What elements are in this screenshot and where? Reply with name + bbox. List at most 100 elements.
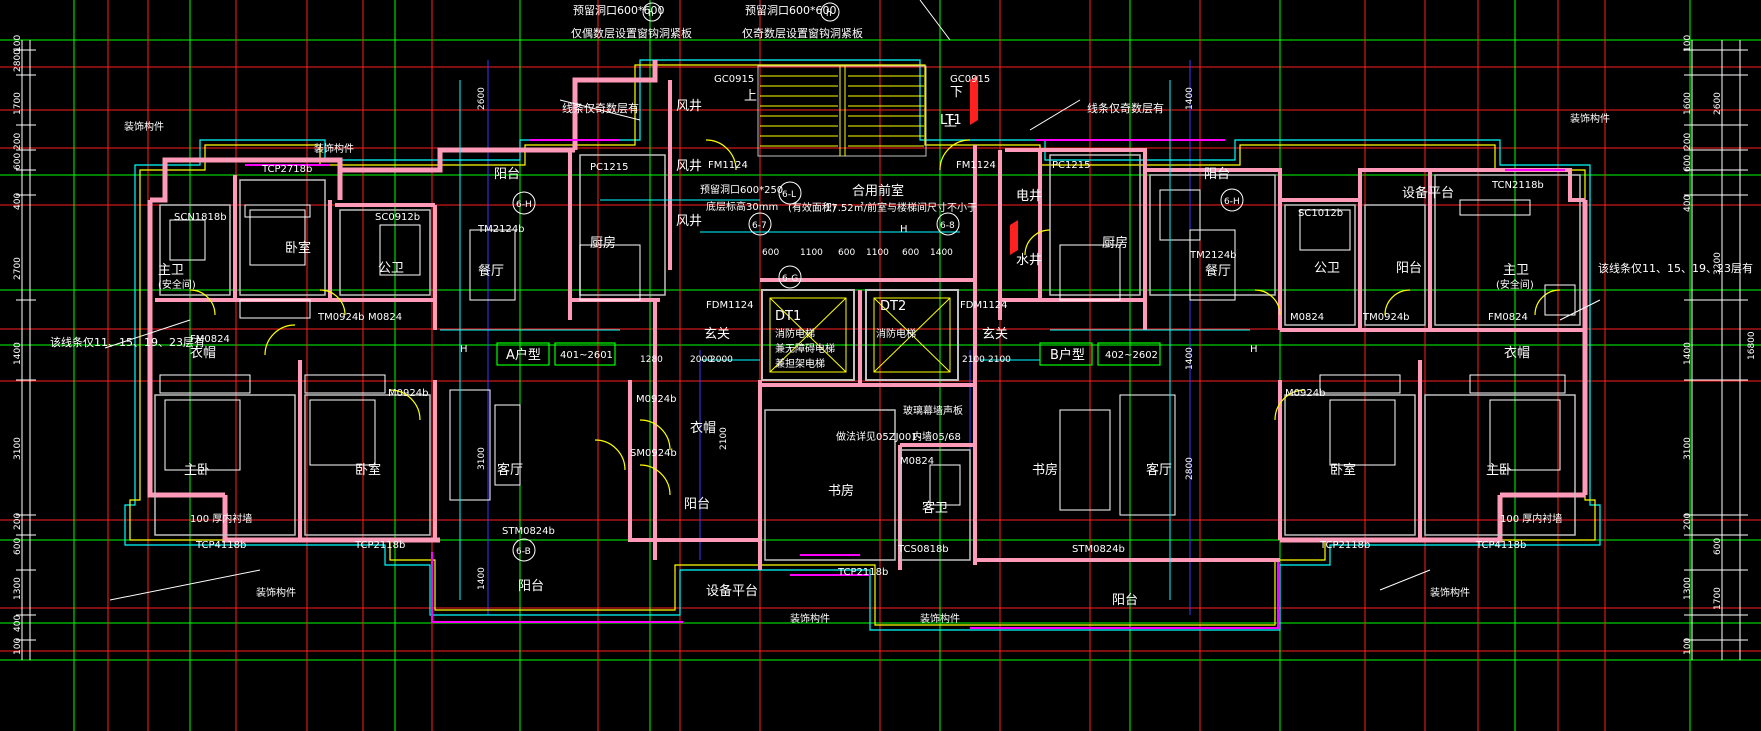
- room-living-left: 客厅: [497, 462, 523, 478]
- code-tcp4-left: TCP4118b: [195, 540, 246, 551]
- room-master-bath-left: 主卫: [158, 263, 184, 278]
- label-railing-right: 100 厚内衬墙: [1500, 512, 1562, 525]
- exterior-outline: [124, 59, 1601, 631]
- note-top-hole-2: 预留洞口600*600: [745, 4, 837, 17]
- unit-tag-b-range: 402~2602: [1105, 350, 1158, 361]
- note-side-left: 该线条仅11、15、19、23层有: [50, 335, 205, 349]
- code-sc1012: SC1012b: [1298, 208, 1343, 219]
- note-elevation: 底层标高30mm: [706, 200, 778, 213]
- deco-label-1: 装饰构件: [124, 120, 164, 133]
- elevator-dt1-desc: 消防电梯: [775, 327, 815, 340]
- dim-right-5: 600: [1683, 155, 1693, 172]
- code-m0824-left: M0824: [368, 312, 402, 323]
- axis-label-6l: 6-L: [782, 190, 796, 200]
- label-area-sub: (有效面积): [788, 201, 836, 214]
- room-foyer-right: 玄关: [982, 327, 1008, 342]
- dim-left-11: 600: [13, 538, 23, 555]
- dim-left-5: 600: [13, 153, 23, 170]
- dim-mid-15: 3100: [477, 447, 487, 470]
- dim-left-12: 1300: [13, 577, 23, 600]
- axis-label-68: 6-8: [940, 221, 955, 231]
- dim-left-9: 3100: [13, 437, 23, 460]
- code-gc-left: GC0915: [714, 74, 754, 85]
- room-kitchen-left: 厨房: [590, 235, 616, 251]
- magenta-accents: [245, 139, 1565, 556]
- axis-label-6h: 6-H: [516, 200, 532, 210]
- room-balcony-right-mid: 阳台: [1396, 261, 1422, 276]
- h-mark-left: H: [460, 344, 468, 355]
- dim-total: 16800: [1747, 331, 1757, 360]
- label-railing-left: 100 厚内衬墙: [190, 512, 252, 525]
- axis-label-6g: 6-G: [782, 274, 798, 284]
- stair-up-left: 上: [744, 89, 757, 104]
- code-sm0924: SM0924b: [630, 448, 677, 459]
- elevator-dt1-desc2: 兼无障碍电梯: [775, 342, 835, 355]
- label-shared-lobby: 合用前室: [852, 183, 904, 199]
- room-balcony-left-mid: 阳台: [684, 497, 710, 512]
- dim-left-6: 400: [13, 193, 23, 210]
- dim-right-11: 600: [1713, 538, 1723, 555]
- room-living-right: 客厅: [1146, 462, 1172, 478]
- room-kitchen-right: 厨房: [1102, 235, 1128, 251]
- code-tcp4-right: TCP4118b: [1475, 540, 1526, 551]
- dim-mid-7: 1100: [866, 248, 889, 258]
- axis-h-2: h: [826, 9, 832, 19]
- code-tcp27: TCP2718b: [261, 164, 312, 175]
- note-top-hole-1-sub: 仅偶数层设置窗钩洞紧板: [571, 26, 692, 40]
- dim-right-10: 200: [1683, 513, 1693, 530]
- axis-label-6h-right: 6-H: [1224, 197, 1240, 207]
- dim-right-4: 200: [1683, 133, 1693, 150]
- code-gc-right: GC0915: [950, 74, 990, 85]
- code-scn: SCN1818b: [174, 212, 227, 223]
- elevator-dt1-desc3: 兼担架电梯: [775, 357, 825, 370]
- h-mark-center: H: [900, 224, 908, 235]
- room-master-right: 主卧: [1486, 463, 1512, 478]
- dim-left-4: 200: [13, 133, 23, 150]
- dim-mid-14: 2800: [1185, 457, 1195, 480]
- dim-mid-10: 2600: [477, 87, 487, 110]
- code-fm-right: FM1124: [956, 160, 996, 171]
- dim-left-10: 200: [13, 513, 23, 530]
- code-fm0824-right: FM0824: [1488, 312, 1528, 323]
- code-stm-left: STM0824b: [502, 526, 555, 537]
- room-dining-left: 餐厅: [478, 263, 504, 279]
- dim-mid-2: 2000: [710, 355, 733, 365]
- inner-walls: [154, 154, 1581, 561]
- stair-down: 下: [950, 85, 963, 100]
- dim-mid-12: 2100: [719, 427, 729, 450]
- room-equip-left: 设备平台: [706, 583, 758, 599]
- code-pc-left: PC1215: [590, 162, 628, 173]
- room-shaft-1: 风井: [676, 99, 702, 114]
- room-shaft-3: 风井: [676, 214, 702, 229]
- dim-left-2: 2800: [13, 49, 23, 72]
- room-master-bath-right-note: (安全间): [1496, 278, 1534, 291]
- dim-right-6: 400: [1683, 195, 1693, 212]
- axis-label-6b: 6-B: [516, 547, 531, 557]
- dim-mid-8: 600: [902, 248, 919, 258]
- deco-label-4: 装饰构件: [790, 612, 830, 625]
- room-study-center: 书房: [828, 483, 854, 499]
- dim-mid-13: 1400: [477, 567, 487, 590]
- code-m0824-right: M0824: [1290, 312, 1324, 323]
- dim-mid-9: 1400: [930, 248, 953, 258]
- fire-markers: [970, 75, 1018, 255]
- label-detail-ref2: 内墙05/68: [912, 430, 961, 443]
- dim-mid-11: 1400: [1185, 87, 1195, 110]
- note-side-right: 该线条仅11、15、19、23层有: [1598, 261, 1753, 275]
- room-balcony-left-top: 阳台: [494, 167, 520, 182]
- dim-left-7: 2700: [13, 257, 23, 280]
- code-tm0924-left: TM0924b: [317, 312, 365, 323]
- dim-left-1: 100: [13, 35, 23, 52]
- code-tm2124-right: TM2124b: [1189, 250, 1237, 261]
- dim-left-13: 400: [13, 615, 23, 632]
- dim-right-9: 3100: [1683, 437, 1693, 460]
- code-tcp2-center: TCP2118b: [837, 567, 888, 578]
- dim-mid-18: 2100: [988, 355, 1011, 365]
- room-bedroom-left-top: 卧室: [285, 240, 311, 256]
- room-shaft-2: 风井: [676, 159, 702, 174]
- dim-mid-16: 1400: [1185, 347, 1195, 370]
- dim-right-12: 1300: [1683, 577, 1693, 600]
- stair-up-right: 上: [944, 115, 957, 130]
- room-bath-left: 公卫: [378, 261, 404, 276]
- code-m0924-mid: M0924b: [636, 394, 676, 405]
